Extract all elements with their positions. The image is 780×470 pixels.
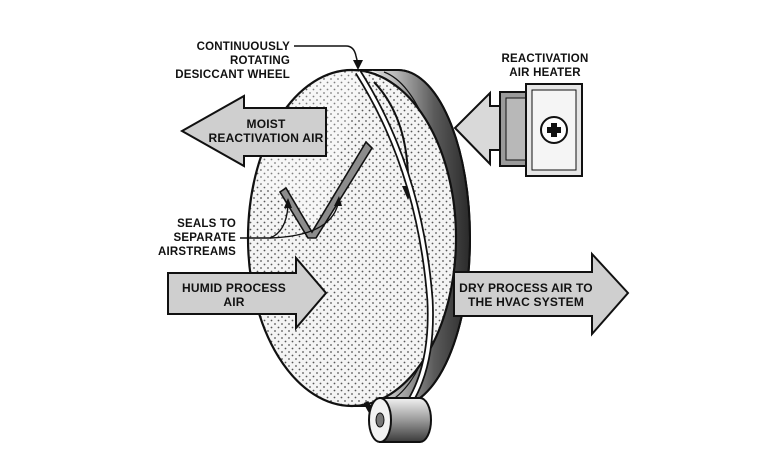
seals-label-line3: AIRSTREAMS [158,246,236,258]
seals-label-line1: SEALS TO [177,218,236,230]
wheel-label-line1: CONTINUOUSLY [197,41,290,53]
wheel-label-line3: DESICCANT WHEEL [175,69,290,81]
seals-label-line2: SEPARATE [173,232,236,244]
humid-label-line1: HUMID PROCESS [182,281,286,295]
humid-process-air-arrow [167,255,328,331]
dry-process-air-arrow [453,251,630,337]
seals-leader-2 [269,203,339,239]
dry-label-line2: THE HVAC SYSTEM [468,295,584,309]
plus-icon [540,116,568,144]
heater-label-line1: REACTIVATION [502,53,589,65]
moist-label-line2: REACTIVATION AIR [209,131,324,145]
wheel-leader-line [294,45,359,65]
seals-leader-2-arrowhead [334,196,342,206]
wheel-leader-arrowhead [353,60,363,70]
humid-label-line2: AIR [223,295,244,309]
moist-label-line1: MOIST [247,117,286,131]
drive-motor-icon [368,397,432,443]
dry-label-line1: DRY PROCESS AIR TO [459,281,593,295]
seal-v [278,140,374,239]
wheel-label-line2: ROTATING [230,55,290,67]
moist-reactivation-air-arrow [179,94,327,168]
seals-leader-1-arrowhead [284,198,292,208]
drive-belt-inner [356,71,433,422]
wheel-rim-back-edge [397,69,471,407]
heater-label-line2: AIR HEATER [509,67,581,79]
